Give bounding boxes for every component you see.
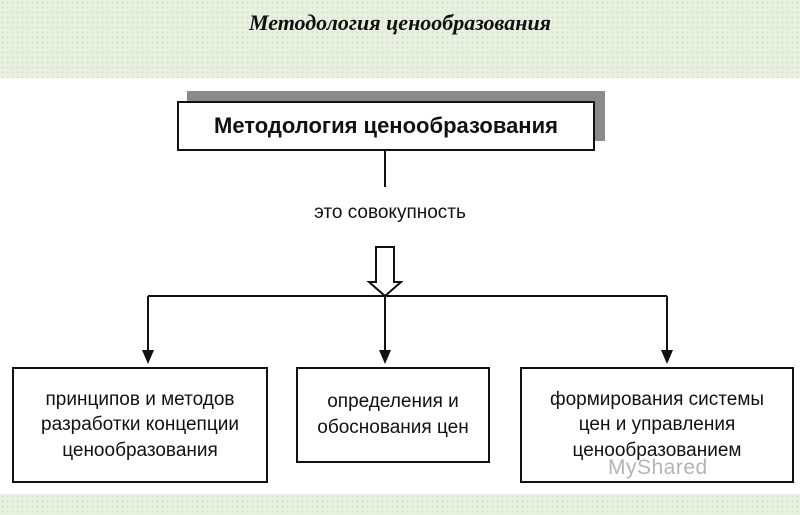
child-box-label: определения и обоснования цен	[317, 391, 469, 438]
right-arrowhead	[661, 350, 673, 364]
child-box-formation: формирования системы цен и управления це…	[520, 367, 794, 483]
connector-label: это совокупность	[314, 202, 466, 223]
watermark-logo: MyShared	[608, 456, 708, 479]
hollow-down-arrow	[366, 246, 404, 298]
child-box-label: принципов и методов разработки концепции…	[41, 388, 239, 461]
left-arrowhead	[142, 350, 154, 364]
child-box-label: формирования системы цен и управления це…	[549, 388, 765, 461]
slide-title: Методология ценообразования	[248, 10, 552, 35]
child-box-principles: принципов и методов разработки концепции…	[12, 367, 268, 483]
root-box: Методология ценообразования	[177, 101, 595, 151]
footer-band	[0, 494, 800, 515]
middle-arrowhead	[379, 350, 391, 364]
root-box-label: Методология ценообразования	[214, 113, 558, 138]
child-box-determination: определения и обоснования цен	[296, 367, 490, 463]
header-band	[0, 0, 800, 78]
